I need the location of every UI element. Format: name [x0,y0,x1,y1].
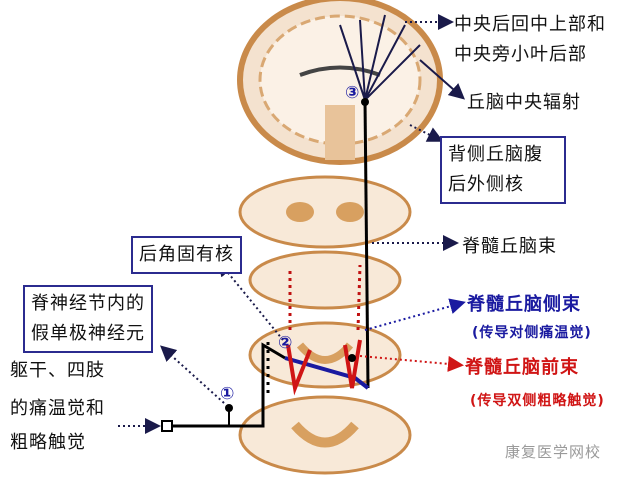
brain-section [237,0,443,165]
vpl-label-2: 后外侧核 [448,174,524,195]
spinothalamic-tract-label: 脊髓丘脑束 [462,236,557,257]
ganglion-label-2: 假单极神经元 [31,323,145,344]
marker-3: ③ [345,83,361,103]
dorsal-horn-nucleus-box: 后角固有核 [131,236,242,274]
thalamic-radiation-label: 丘脑中央辐射 [467,92,581,113]
anterior-tract-label: 脊髓丘脑前束 [465,357,579,378]
anterior-tract-note: (传导双侧粗略触觉) [470,393,605,409]
lateral-tract-note: (传导对侧痛温觉) [472,325,592,341]
vpl-nucleus-box: 背侧丘脑腹 后外侧核 [440,136,566,204]
pathway-lines [161,14,421,432]
input-label-1: 躯干、四肢 [10,360,105,381]
input-label-2: 的痛温觉和 [10,398,105,419]
marker-1: ① [220,384,236,404]
leader-lines [118,14,466,434]
input-label-3: 粗略触觉 [10,432,86,453]
watermark: 康复医学网校 [505,443,602,461]
ganglion-label-1: 脊神经节内的 [31,293,145,314]
cortex-label-2: 中央旁小叶后部 [454,44,587,65]
marker-2: ② [278,333,294,353]
cortex-label-1: 中央后回中上部和 [454,14,606,35]
ganglion-neuron-box: 脊神经节内的 假单极神经元 [23,285,153,353]
dorsal-horn-label: 后角固有核 [139,244,234,265]
lateral-tract-label: 脊髓丘脑侧束 [467,294,581,315]
vpl-label-1: 背侧丘脑腹 [448,144,543,165]
